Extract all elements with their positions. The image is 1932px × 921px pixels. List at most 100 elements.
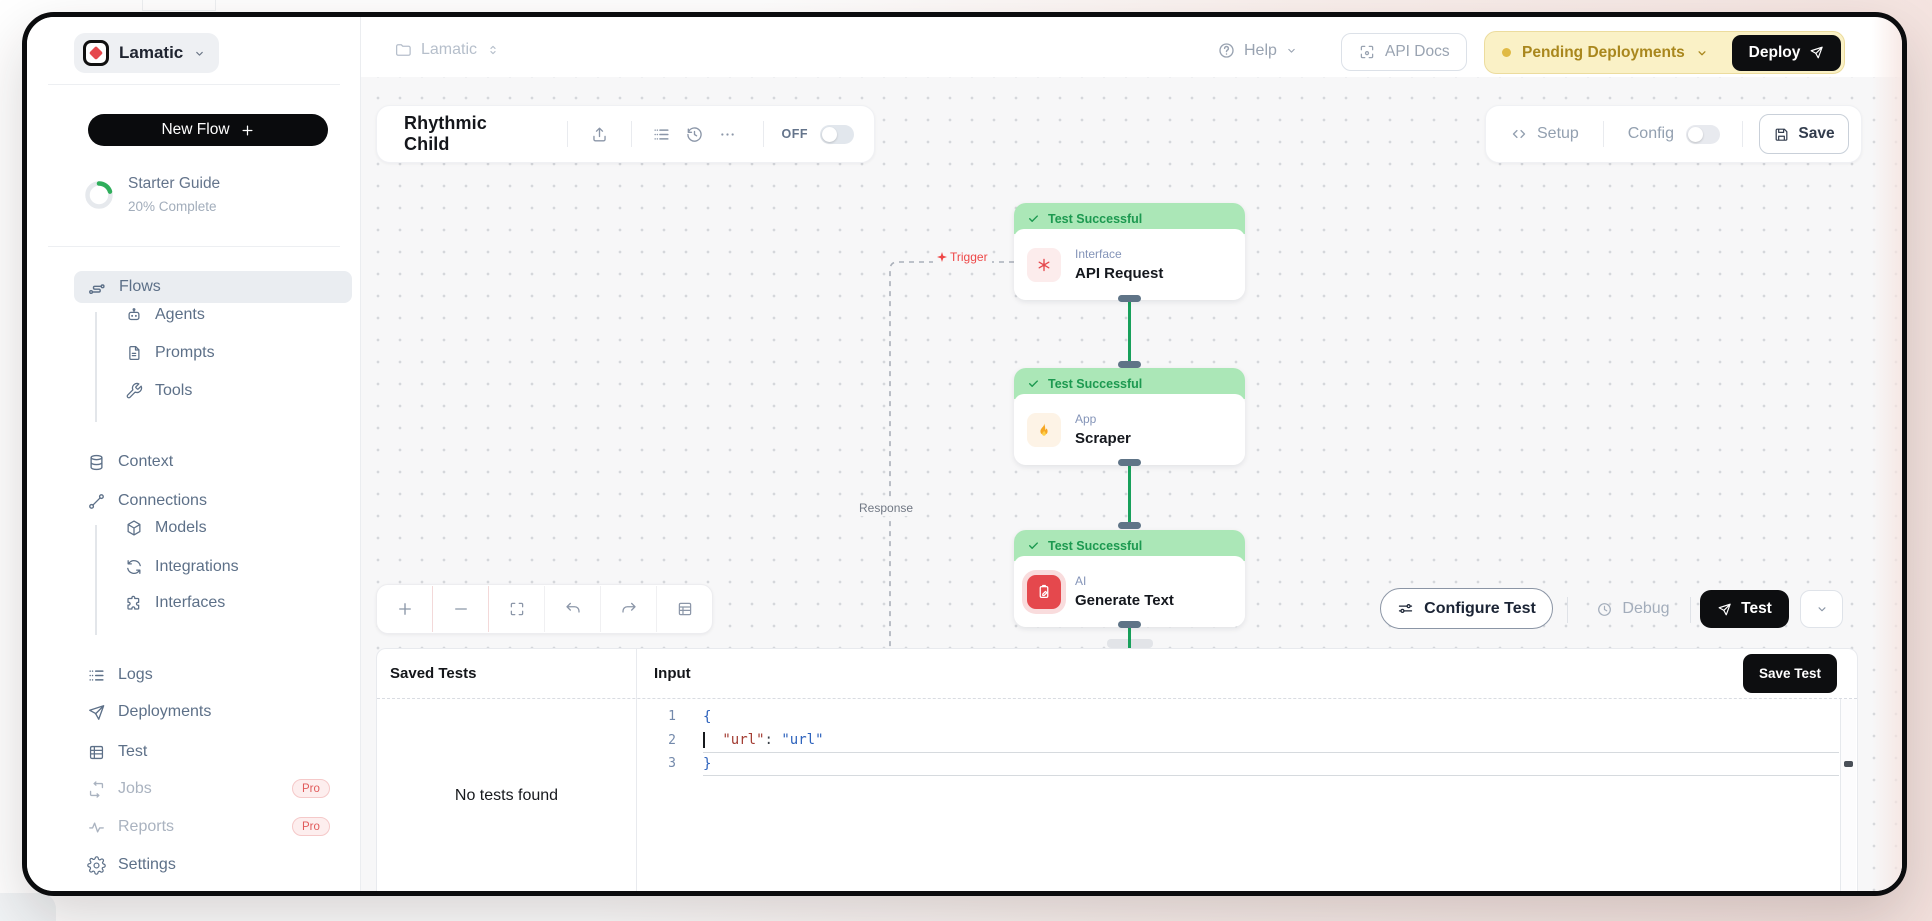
context-icon: [90, 454, 103, 470]
models-icon: [127, 520, 141, 536]
panel-column-divider: [636, 649, 637, 891]
node-status-bar: Test Successful: [1014, 530, 1245, 561]
undo-icon[interactable]: [564, 600, 582, 618]
api-docs-button[interactable]: API Docs: [1341, 33, 1467, 71]
breadcrumb[interactable]: Lamatic: [394, 41, 500, 59]
canvas-toolbar: [376, 584, 713, 634]
tools-icon: [126, 382, 143, 399]
sidebar-item-integrations[interactable]: Integrations: [125, 551, 239, 583]
config-toggle[interactable]: [1686, 124, 1720, 144]
json-input-editor[interactable]: 1 { 2 "url": "url" 3 }: [637, 705, 1839, 776]
deploy-button[interactable]: Deploy: [1732, 34, 1841, 71]
starter-guide[interactable]: Starter Guide 20% Complete: [83, 175, 220, 214]
code-line: 3 }: [637, 752, 1839, 776]
help-icon: [1219, 43, 1234, 58]
list-icon[interactable]: [652, 125, 671, 144]
node-name-label: Generate Text: [1075, 592, 1174, 609]
flow-toolbar: Rhythmic Child OFF: [376, 105, 875, 163]
flow-enable-toggle[interactable]: [820, 124, 855, 144]
sidebar-item-agents[interactable]: Agents: [125, 299, 205, 331]
flow-node-generate-text[interactable]: Test Successful AI Generate Text: [1014, 530, 1245, 627]
sidebar-item-prompts[interactable]: Prompts: [125, 337, 215, 369]
sidebar-item-test[interactable]: Test: [87, 736, 147, 768]
flow-node-api-request[interactable]: Test Successful Interface API Request: [1014, 203, 1245, 300]
test-panel: Saved Tests Input Save Test No tests fou…: [376, 648, 1858, 891]
sidebar-item-models[interactable]: Models: [125, 512, 207, 544]
node-type-label: App: [1075, 412, 1097, 426]
new-flow-button[interactable]: New Flow: [88, 114, 328, 146]
configure-test-button[interactable]: Configure Test: [1380, 588, 1553, 629]
sidebar-item-settings[interactable]: Settings: [87, 849, 176, 881]
sidebar-item-jobs[interactable]: Jobs: [87, 773, 152, 805]
node-name-label: Scraper: [1075, 430, 1131, 447]
help-menu[interactable]: Help: [1217, 41, 1298, 60]
response-label: Response: [855, 500, 918, 516]
node-input-handle[interactable]: [1118, 361, 1141, 368]
sidebar-item-tools[interactable]: Tools: [125, 375, 192, 407]
save-icon: [1775, 128, 1788, 141]
divider: [1742, 121, 1743, 147]
chevron-down-icon: [196, 51, 204, 56]
divider: [566, 121, 568, 147]
fit-view-icon[interactable]: [508, 600, 526, 618]
reports-icon: [89, 821, 104, 833]
editor-scrollbar[interactable]: [1840, 699, 1856, 891]
flows-icon: [89, 284, 105, 295]
node-output-handle[interactable]: [1118, 295, 1141, 302]
setup-button[interactable]: Setup: [1510, 125, 1579, 143]
chevron-down-icon[interactable]: [1695, 46, 1709, 60]
flow-node-scraper[interactable]: Test Successful App Scraper: [1014, 368, 1245, 465]
table-icon[interactable]: [676, 600, 694, 618]
divider: [656, 586, 657, 632]
settings-gear-icon: [87, 855, 106, 875]
divider: [48, 246, 340, 247]
sidebar-item-deployments[interactable]: Deployments: [87, 696, 211, 728]
saved-tests-title: Saved Tests: [390, 665, 477, 682]
save-test-button[interactable]: Save Test: [1743, 654, 1837, 693]
debug-button[interactable]: Debug: [1583, 590, 1683, 628]
code-icon: [1512, 129, 1526, 139]
redo-icon[interactable]: [620, 600, 638, 618]
more-icon[interactable]: [718, 125, 737, 144]
node-input-handle[interactable]: [1118, 522, 1141, 529]
send-icon: [1718, 603, 1731, 615]
share-icon[interactable]: [590, 125, 609, 144]
interfaces-icon: [127, 595, 140, 610]
check-icon: [1029, 380, 1038, 387]
node-output-handle[interactable]: [1118, 621, 1141, 628]
pro-badge: Pro: [292, 779, 330, 798]
chevron-down-icon: [1288, 48, 1295, 53]
zoom-in-icon[interactable]: [396, 600, 414, 618]
check-icon: [1029, 215, 1038, 222]
history-icon[interactable]: [685, 125, 704, 144]
sidebar-item-flows[interactable]: Flows: [74, 271, 352, 303]
flow-title[interactable]: Rhythmic Child: [404, 113, 487, 154]
connector-line: [1128, 299, 1131, 365]
save-button[interactable]: Save: [1758, 114, 1849, 154]
sidebar-item-logs[interactable]: Logs: [87, 659, 153, 691]
divider: [488, 586, 489, 632]
sidebar-item-interfaces[interactable]: Interfaces: [125, 587, 225, 619]
code-line: 2 "url": "url": [668, 732, 824, 749]
workspace-switcher[interactable]: Lamatic: [74, 33, 220, 73]
test-options-button[interactable]: [1800, 590, 1843, 628]
sliders-icon: [1398, 604, 1413, 613]
node-status-bar: Test Successful: [1014, 368, 1245, 399]
flow-settings-toolbar: Setup Config Save: [1485, 105, 1862, 163]
empty-state-text: No tests found: [454, 786, 559, 804]
plus-icon: [242, 125, 253, 135]
test-button[interactable]: Test: [1700, 590, 1789, 628]
sidebar-item-connections[interactable]: Connections: [87, 485, 207, 517]
tree-guide-line: [95, 525, 97, 635]
pro-badge: Pro: [292, 817, 330, 836]
config-label: Config: [1627, 125, 1674, 142]
node-output-handle[interactable]: [1118, 459, 1141, 466]
select-updown-icon: [490, 45, 496, 55]
sidebar-item-context[interactable]: Context: [87, 446, 173, 478]
sidebar-item-reports[interactable]: Reports: [87, 811, 174, 843]
prompts-icon: [129, 345, 140, 361]
pending-status-dot: [1502, 48, 1511, 57]
pending-deployments-pill[interactable]: Pending Deployments Deploy: [1484, 31, 1845, 74]
zoom-out-icon[interactable]: [452, 600, 470, 618]
scraper-flame-icon: [1027, 412, 1061, 447]
